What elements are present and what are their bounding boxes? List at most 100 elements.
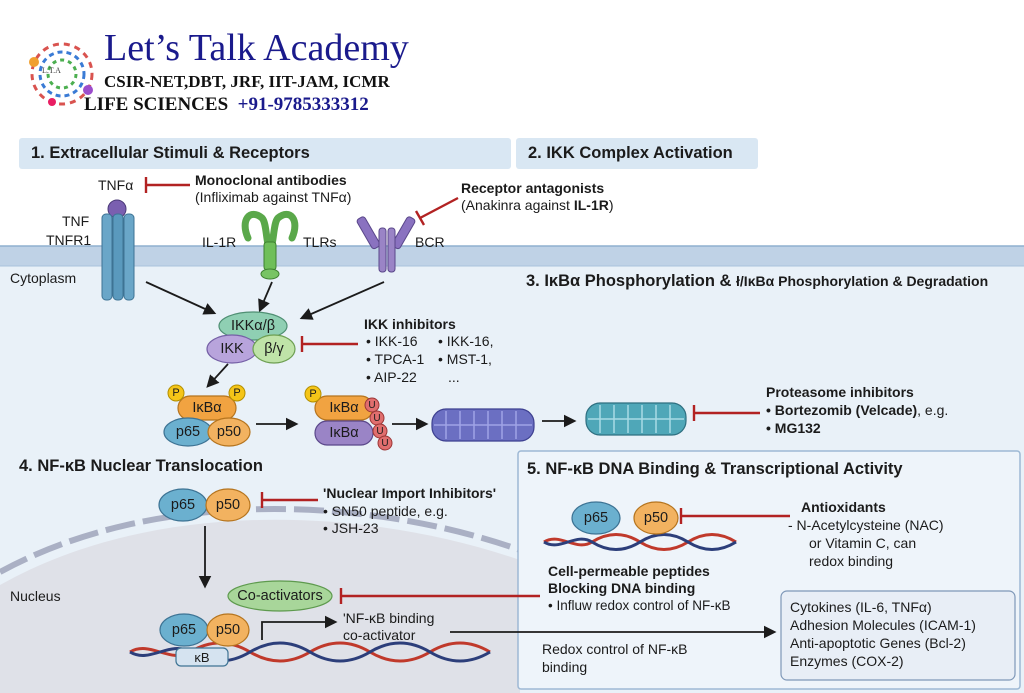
mg132-label: • MG132 — [766, 420, 821, 436]
phospho-label: P — [309, 388, 317, 400]
academy-logo — [29, 42, 94, 106]
gene-item: Cytokines (IL-6, TNFα) — [790, 599, 932, 615]
tnfa-label: TNFα — [98, 177, 134, 193]
beta-gamma-label: β/γ — [264, 341, 284, 357]
membrane-band — [0, 246, 1024, 266]
gene-item: Anti-apoptotic Genes (Bcl-2) — [790, 635, 966, 651]
ubiquitin-label: U — [368, 399, 376, 411]
ikk-inhibitor-item: • MST-1, — [438, 351, 492, 367]
academy-title: Let’s Talk Academy — [104, 27, 409, 69]
ikk-inhibitor-item: • AIP-22 — [366, 369, 417, 385]
cpp-title-2: Blocking DNA binding — [548, 580, 696, 596]
ra-sub-text: (Anakinra against — [461, 197, 574, 213]
ubiquitin-label: U — [373, 412, 381, 424]
academy-subject: LIFE SCIENCES — [84, 94, 229, 115]
redox-control-label: Redox control of NF-κB — [542, 641, 688, 657]
ikk-alpha-beta-label: IKKα/β — [230, 318, 276, 334]
coactivator-label: co-activator — [343, 627, 416, 643]
bcr-label: BCR — [415, 234, 445, 250]
translocating-nfkb — [158, 488, 251, 522]
ikk-complex — [206, 311, 296, 364]
tnfr1-receptor — [101, 199, 135, 301]
ubiquitinated-complex — [304, 385, 393, 451]
phospho-ikba-complex — [163, 384, 251, 447]
kb-site — [175, 647, 229, 667]
academy-subject-line: LIFE SCIENCES +91-9785333312 — [84, 94, 369, 116]
tnf-label: TNF — [62, 213, 90, 229]
ikba-label: IκBα — [329, 400, 359, 416]
nuclear-import-title: 'Nuclear Import Inhibitors' — [323, 485, 497, 501]
nucleus-label: Nucleus — [10, 588, 61, 604]
tnfr1-label: TNFR1 — [46, 232, 92, 248]
p65-label: p65 — [170, 497, 196, 513]
coactivators-label: Co-activators — [237, 588, 323, 604]
ikk-inhibitor-item: • TPCA-1 — [366, 351, 425, 367]
cpp-item: • Influw redox control of NF-κB — [548, 598, 731, 613]
p50-label: p50 — [215, 497, 241, 513]
cpp-title-1: Cell-permeable peptides — [548, 563, 710, 579]
section5-dna — [543, 533, 737, 551]
section4-header: 4. NF-κB Nuclear Translocation — [19, 457, 263, 475]
mab-title: Monoclonal antibodies — [195, 172, 347, 188]
ra-sub-end: ) — [608, 197, 614, 213]
redox-binding-label: binding — [542, 659, 588, 675]
section3-header: 3. IκBα Phosphorylation & ł/IκBα Phospho… — [526, 272, 988, 291]
p50-label: p50 — [215, 622, 241, 638]
proteasome-1 — [431, 408, 535, 442]
coactivator-shape — [227, 580, 333, 612]
p50-label: p50 — [643, 510, 669, 526]
academy-phone: +91-9785333312 — [237, 94, 369, 115]
ikk-inhibitor-item: • IKK-16 — [366, 333, 418, 349]
section5-nfkb — [571, 501, 679, 535]
antioxidant-line: redox binding — [809, 553, 894, 569]
receptor-antagonist-title: Receptor antagonists — [461, 180, 605, 196]
antioxidants-title: Antioxidants — [801, 499, 886, 515]
section3-header-main: 3. IκBα Phosphorylation & — [526, 272, 737, 290]
proteasome-inhibitors-title: Proteasome inhibitors — [766, 384, 914, 400]
ikk-inhibitors-title: IKK inhibitors — [364, 316, 456, 332]
ra-sub-bold: IL-1R — [573, 197, 609, 213]
ikk-inhibitor-item: ... — [448, 369, 460, 385]
antioxidant-line: - N-Acetylcysteine (NAC) — [788, 517, 944, 533]
p65-label: p65 — [175, 424, 201, 440]
receptor-antagonist-subtitle: (Anakinra against IL-1R) — [461, 197, 614, 213]
bortezomib-label: • Bortezomib (Velcade) — [766, 402, 918, 418]
antioxidant-line: or Vitamin C, can — [809, 535, 917, 551]
logo-text: L.T.A — [42, 66, 61, 75]
phospho-label: P — [233, 387, 241, 399]
tlrs-label: TLRs — [303, 234, 337, 250]
gene-item: Enzymes (COX-2) — [790, 653, 904, 669]
bortezomib-suffix: , e.g. — [917, 402, 949, 418]
kb-label: κB — [194, 649, 210, 665]
il1r-label: IL-1R — [202, 234, 237, 250]
cytoplasm-label: Cytoplasm — [10, 270, 77, 286]
ikba-label: IκBα — [329, 425, 359, 441]
ikk-label: IKK — [220, 341, 244, 357]
academy-exams: CSIR-NET,DBT, JRF, IIT-JAM, ICMR — [104, 72, 390, 91]
phospho-label: P — [172, 387, 180, 399]
mab-subtitle: (Infliximab against TNFα) — [195, 189, 352, 205]
ikk-inhibitor-item: • IKK-16, — [438, 333, 494, 349]
section5-header: 5. NF-κB DNA Binding & Transcriptional A… — [527, 460, 903, 478]
ikba-label: IκBα — [192, 400, 222, 416]
nuclear-import-item: • JSH-23 — [323, 520, 379, 536]
proteasome-2 — [585, 402, 687, 436]
section2-header: 2. IKK Complex Activation — [516, 138, 758, 169]
p50-label: p50 — [216, 424, 242, 440]
ubiquitin-label: U — [376, 425, 384, 437]
nuclear-envelope — [0, 506, 521, 575]
section3-header-suffix: ł/IκBα Phosphorylation & Degradation — [736, 273, 989, 289]
gene-item: Adhesion Molecules (ICAM-1) — [790, 617, 976, 633]
il1r-tlr-receptor — [241, 210, 299, 280]
p65-label: p65 — [171, 622, 197, 638]
proteasome-inhibitor-item: • Bortezomib (Velcade), e.g. — [766, 402, 948, 418]
nuclear-nfkb — [159, 613, 250, 647]
inhibition-lines — [144, 177, 790, 604]
nfkb-binding-label: 'NF-κB binding — [343, 610, 435, 626]
bcr-receptor — [356, 216, 416, 273]
ubiquitin-label: U — [381, 437, 389, 449]
section1-header: 1. Extracellular Stimuli & Receptors — [19, 138, 511, 169]
genes-box — [780, 590, 1016, 681]
